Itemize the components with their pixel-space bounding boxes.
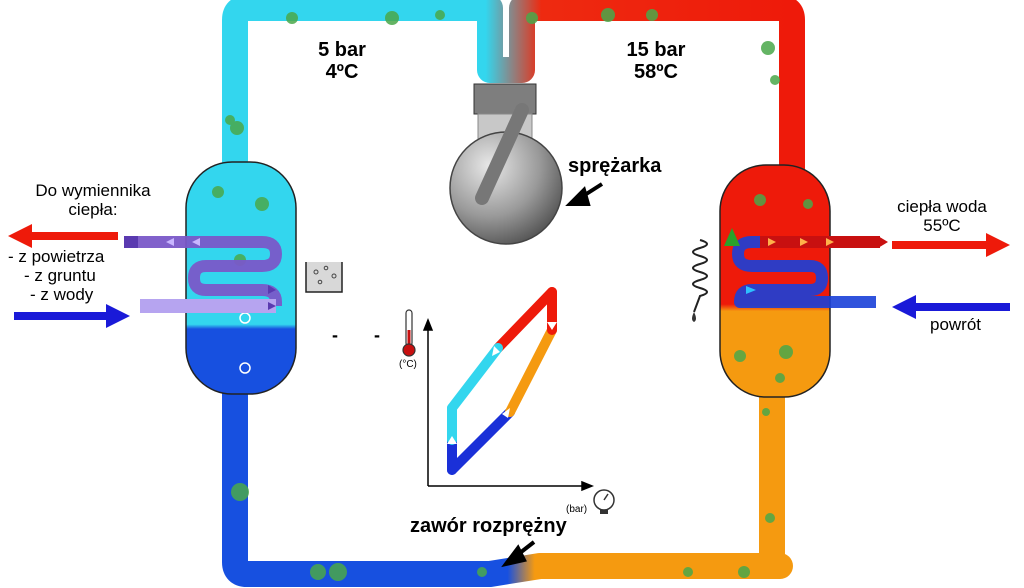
pointer-arrows [501, 182, 604, 568]
low-pressure-label: 5 bar [318, 39, 366, 61]
cycle-graph-arrows [447, 322, 557, 444]
return-label: powrót [930, 315, 982, 334]
source-water: - z wody [30, 285, 94, 304]
cycle-graph-path [447, 287, 557, 475]
temp-unit-label: (°C) [399, 359, 417, 370]
dash-right: - [374, 325, 380, 345]
hot-water-line2: 55ºC [923, 216, 961, 235]
pressure-gauge-icon [593, 489, 615, 514]
high-pressure-label: 15 bar [626, 39, 686, 61]
thermometer-icon [402, 309, 416, 357]
source-ground: - z gruntu [24, 266, 96, 285]
compressor-label: sprężarka [568, 155, 662, 177]
expansion-sensor-icon [692, 239, 708, 313]
pressure-unit-label: (bar) [566, 504, 588, 515]
condenser-tank [719, 164, 831, 398]
source-title-line1: Do wymiennika [35, 181, 151, 200]
high-temp-label: 58ºC [634, 61, 678, 83]
cycle-graph-axes [422, 317, 595, 492]
refrigerant-circuit [222, 0, 805, 587]
compressor [449, 83, 563, 245]
dash-left: - [332, 325, 338, 345]
flow-arrows [8, 224, 1010, 328]
source-air: - z powietrza [8, 247, 105, 266]
evaporator-tank [185, 161, 297, 395]
beaker-icon [305, 262, 343, 293]
source-title-line2: ciepła: [68, 200, 118, 219]
low-temp-label: 4ºC [325, 61, 359, 83]
hot-water-line1: ciepła woda [897, 197, 987, 216]
expansion-valve-label: zawór rozprężny [410, 515, 567, 537]
evaporator-coil [124, 236, 282, 313]
condenser-coil [724, 228, 888, 308]
